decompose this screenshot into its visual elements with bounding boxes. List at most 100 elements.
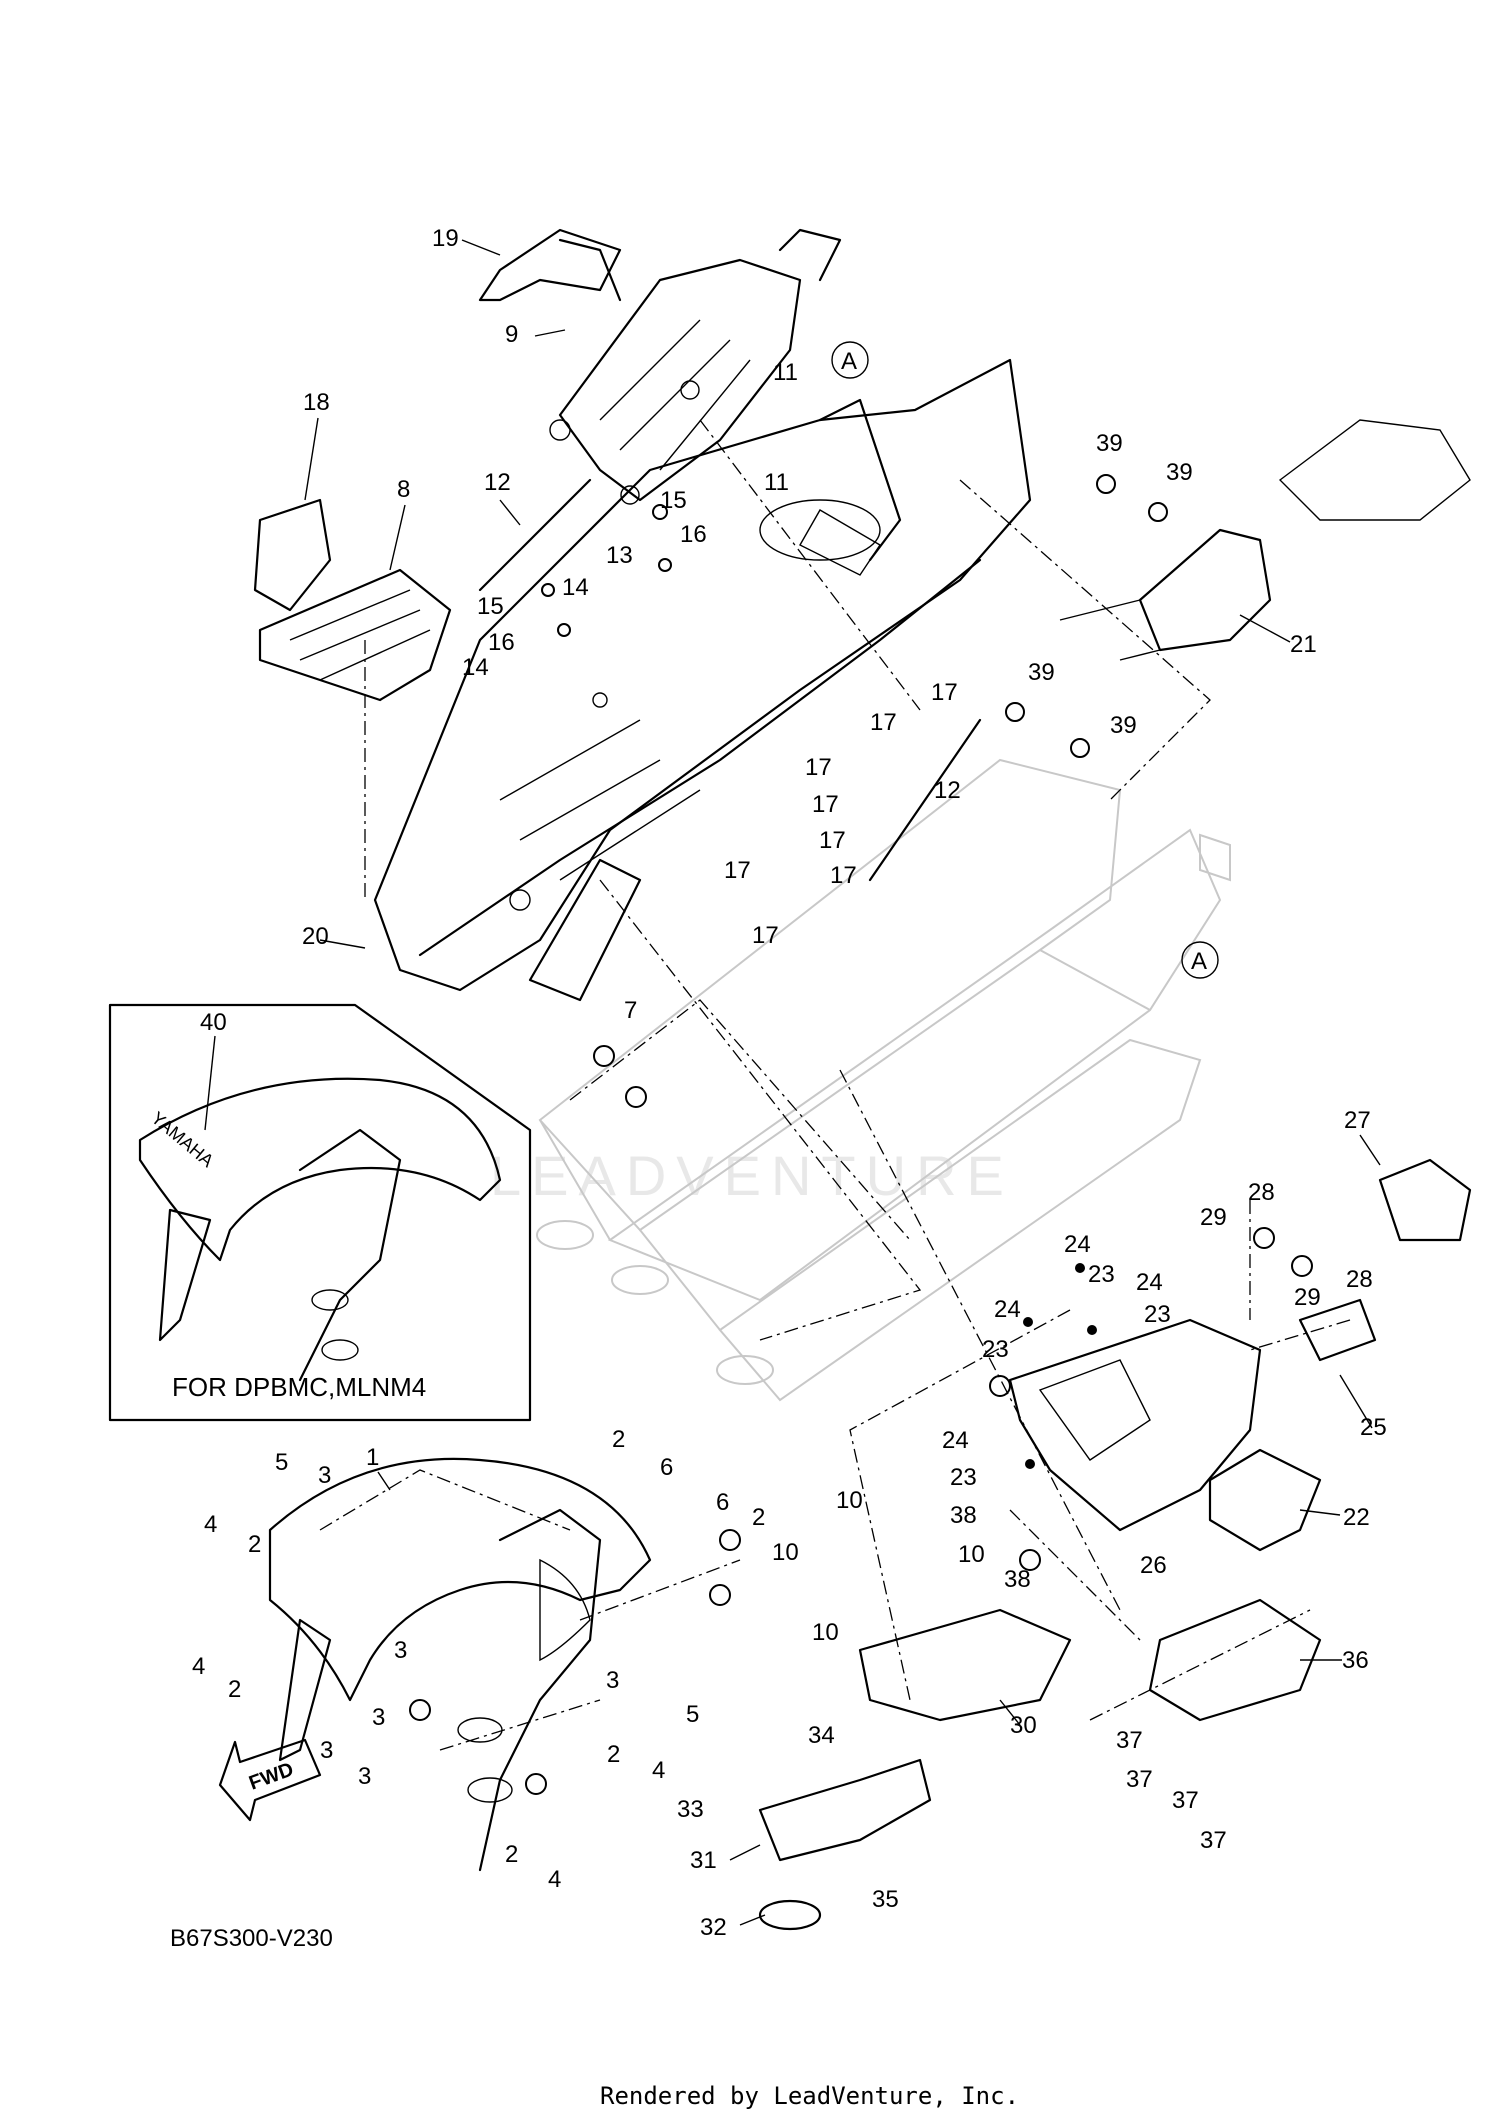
- callout-11b: 11: [764, 469, 789, 496]
- callout-14a: 14: [562, 574, 589, 601]
- callout-2f: 2: [505, 1841, 518, 1868]
- callout-4d: 4: [548, 1866, 561, 1893]
- callout-4a: 4: [204, 1511, 217, 1538]
- ref-marker-a-top: A: [831, 341, 869, 379]
- callout-17b: 17: [870, 709, 897, 736]
- callout-20: 20: [302, 923, 329, 950]
- front-fender-1: [268, 1457, 652, 1872]
- callout-15a: 15: [660, 487, 687, 514]
- rear-fender-assembly: [373, 358, 1032, 1002]
- leader-lines: [204, 239, 1381, 1926]
- callout-1: 1: [366, 1444, 379, 1471]
- callout-21: 21: [1290, 631, 1317, 658]
- callout-3e: 3: [358, 1763, 371, 1790]
- callout-7: 7: [624, 997, 637, 1024]
- callout-2a: 2: [612, 1426, 625, 1453]
- fwd-arrow: FWD: [218, 1738, 322, 1822]
- callout-16b: 16: [488, 629, 515, 656]
- bracket-21: [1059, 419, 1471, 661]
- callout-28b: 28: [1346, 1266, 1373, 1293]
- callout-31: 31: [690, 1847, 717, 1874]
- callout-39d: 39: [1110, 712, 1137, 739]
- rear-frame: [536, 758, 1231, 1402]
- callout-30: 30: [1010, 1712, 1037, 1739]
- callout-16a: 16: [680, 521, 707, 548]
- callout-5a: 5: [275, 1449, 288, 1476]
- watermark: LEADVENTURE: [490, 1144, 1014, 1207]
- callout-38a: 38: [950, 1502, 977, 1529]
- callout-2e: 2: [607, 1741, 620, 1768]
- callout-39c: 39: [1028, 659, 1055, 686]
- tail-assembly-22: [1008, 1158, 1472, 1552]
- callout-10c: 10: [958, 1541, 985, 1568]
- inset-note: FOR DPBMC,MLNM4: [172, 1372, 426, 1402]
- callout-32: 32: [700, 1914, 727, 1941]
- callout-15b: 15: [477, 593, 504, 620]
- diagram-code: B67S300-V230: [170, 1925, 333, 1952]
- callout-23a: 23: [1088, 1261, 1115, 1288]
- callout-4b: 4: [192, 1653, 205, 1680]
- callout-14b: 14: [462, 654, 489, 681]
- callout-17g: 17: [724, 857, 751, 884]
- callout-24c: 24: [994, 1296, 1021, 1323]
- callout-23d: 23: [950, 1464, 977, 1491]
- svg-text:A: A: [841, 348, 857, 375]
- rod-12-upper: [478, 478, 592, 592]
- callout-38b: 38: [1004, 1566, 1031, 1593]
- ref-marker-a-bottom: A: [1181, 941, 1219, 979]
- callout-36: 36: [1342, 1647, 1369, 1674]
- callout-40: 40: [200, 1009, 227, 1036]
- callout-17f: 17: [830, 862, 857, 889]
- callout-37b: 37: [1126, 1766, 1153, 1793]
- battery-box-8: [253, 498, 452, 702]
- callout-27: 27: [1344, 1107, 1371, 1134]
- callout-23b: 23: [1144, 1301, 1171, 1328]
- callout-10b: 10: [772, 1539, 799, 1566]
- callout-5b: 5: [686, 1701, 699, 1728]
- callout-17e: 17: [819, 827, 846, 854]
- callout-37a: 37: [1116, 1727, 1143, 1754]
- hook-19: [478, 228, 622, 302]
- rod-12-lower: [868, 718, 982, 882]
- callout-29b: 29: [1294, 1284, 1321, 1311]
- callout-6b: 6: [716, 1489, 729, 1516]
- callout-19: 19: [432, 225, 459, 252]
- callout-12b: 12: [934, 777, 961, 804]
- bracket-31: [758, 1758, 932, 1931]
- callout-12a: 12: [484, 469, 511, 496]
- callout-9: 9: [505, 321, 518, 348]
- callout-13: 13: [606, 542, 633, 569]
- callout-29a: 29: [1200, 1204, 1227, 1231]
- callout-37d: 37: [1200, 1827, 1227, 1854]
- callout-3d: 3: [320, 1737, 333, 1764]
- callout-11a: 11: [773, 359, 798, 386]
- stay-30: [858, 1608, 1072, 1722]
- callout-33: 33: [677, 1796, 704, 1823]
- callout-4c: 4: [652, 1757, 665, 1784]
- callout-18: 18: [303, 389, 330, 416]
- callout-39a: 39: [1096, 430, 1123, 457]
- callout-24b: 24: [1136, 1269, 1163, 1296]
- callout-39b: 39: [1166, 459, 1193, 486]
- callout-24d: 24: [942, 1427, 969, 1454]
- callout-3c: 3: [372, 1704, 385, 1731]
- callout-3a: 3: [318, 1462, 331, 1489]
- callout-17d: 17: [812, 791, 839, 818]
- callout-2b: 2: [752, 1504, 765, 1531]
- fwd-label: FWD: [246, 1758, 296, 1794]
- callout-37c: 37: [1172, 1787, 1199, 1814]
- callout-3f: 3: [606, 1667, 619, 1694]
- callout-24a: 24: [1064, 1231, 1091, 1258]
- callout-28a: 28: [1248, 1179, 1275, 1206]
- callout-3b: 3: [394, 1637, 407, 1664]
- callout-labels: 19 9 11 11 18 8 12 12 13 14 14 15 15 16 …: [192, 225, 1387, 1941]
- callout-6a: 6: [660, 1454, 673, 1481]
- inset-box: YAMAHA FOR DPBMC,MLNM4: [108, 1003, 532, 1422]
- callout-2c: 2: [248, 1531, 261, 1558]
- callout-26: 26: [1140, 1552, 1167, 1579]
- svg-text:A: A: [1191, 948, 1207, 975]
- assembly-lines: [319, 419, 1351, 1751]
- callout-23c: 23: [982, 1336, 1009, 1363]
- fasteners: [409, 474, 1313, 1795]
